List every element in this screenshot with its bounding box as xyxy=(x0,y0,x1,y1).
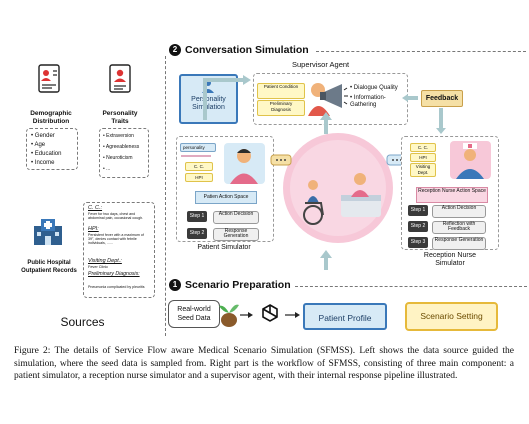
arrow-icon xyxy=(240,312,253,318)
feedback-label: Feedback xyxy=(421,90,463,107)
nurse-step-text: Response Generation xyxy=(432,237,486,250)
patient-step-text: Action Decision xyxy=(213,211,259,224)
hospital-scene xyxy=(283,133,393,243)
nurse-chip: C. C. xyxy=(410,143,436,152)
scene-up-arrow xyxy=(320,112,332,134)
nurse-chip: HPI xyxy=(410,153,436,162)
megaphone-icon xyxy=(306,80,348,116)
record-card: C. C.: Fever for two days, chest and abd… xyxy=(83,202,155,298)
preparation-title: Scenario Preparation xyxy=(185,279,291,291)
scenario-setting-box: Scenario Setting xyxy=(405,302,498,331)
demographic-icon xyxy=(36,64,62,94)
supervisor-bullet: • Dialogue Quality xyxy=(350,85,398,91)
arrow-icon xyxy=(285,312,300,318)
demographic-heading: Demographic Distribution xyxy=(30,110,72,125)
patient-panel: personality C. C. HPI Patien Action Spac… xyxy=(176,136,274,242)
nurse-simulator-label: Reception Nurse Simulator xyxy=(423,252,477,267)
record-hpi-text: Persistent fever with a maximum of 39°, … xyxy=(88,233,144,246)
patient-step-label: Step 1 xyxy=(187,211,207,222)
nurse-step-text: Reflection with Feedback xyxy=(432,221,486,234)
record-cc-text: Fever for two days, chest and abdominal … xyxy=(88,212,144,221)
chat-icon xyxy=(270,154,292,166)
feedback-arrows xyxy=(402,94,446,134)
conversation-title: Conversation Simulation xyxy=(185,44,309,56)
nurse-avatar-icon xyxy=(450,141,491,179)
patient-step-text: Response Generation xyxy=(213,228,259,241)
supervisor-chip: Patient Condition xyxy=(257,83,305,99)
nurse-action-space: Reception Nurse Action Space xyxy=(416,187,488,203)
up-arrows xyxy=(203,75,251,120)
personality-item: • ... xyxy=(103,166,111,172)
nurse-step-text: Action Decision xyxy=(432,205,486,218)
preparation-rule xyxy=(295,286,527,287)
patient-chip: HPI xyxy=(185,173,213,182)
demographic-item: • Age xyxy=(31,142,46,148)
patient-chip: C. C. xyxy=(185,162,213,171)
prep-up-arrow xyxy=(320,250,332,270)
patient-chip: personality xyxy=(180,143,216,152)
hospital-icon xyxy=(30,216,66,246)
patient-avatar-icon xyxy=(224,143,265,184)
demographic-list: • Gender • Age • Education • Income xyxy=(26,128,78,170)
nurse-step-label: Step 2 xyxy=(408,221,428,232)
patient-step-label: Step 2 xyxy=(187,228,207,239)
record-hpi-label: HPI: xyxy=(88,226,99,232)
personality-item: • Extraversion xyxy=(103,133,134,139)
personality-simulation: Personality Simulation xyxy=(179,74,238,124)
conversation-section: 2 Conversation Simulation Supervisor Age… xyxy=(166,40,528,280)
demographic-item: • Education xyxy=(31,151,62,157)
supervisor-bullet: • Information-Gathering xyxy=(350,95,386,108)
nurse-step-label: Step 1 xyxy=(408,205,428,216)
preparation-number: 1 xyxy=(169,279,181,291)
record-cc-label: C. C.: xyxy=(88,205,103,211)
nurse-chip: Visiting Dept. xyxy=(410,163,436,177)
seed-data-box: Real-world Seed Data xyxy=(168,300,220,328)
figure-caption: Figure 2: The details of Service Flow aw… xyxy=(14,346,514,381)
nurse-step-label: Step 3 xyxy=(408,237,428,248)
sources-panel: Demographic Distribution Personality Tra… xyxy=(0,0,165,335)
sources-title: Sources xyxy=(60,315,105,329)
patient-chip-line xyxy=(181,155,211,157)
demographic-item: • Income xyxy=(31,160,55,166)
supervisor-panel: Patient Condition Preliminary Diagnosis … xyxy=(253,73,408,125)
record-dx-text: Pneumonia complicated by pleuritis xyxy=(88,285,145,289)
patient-action-space: Patien Action Space xyxy=(195,191,257,204)
personality-heading: Personality Traits xyxy=(102,110,138,125)
supervisor-chip: Preliminary Diagnosis xyxy=(257,100,305,116)
nurse-panel: C. C. HPI Visiting Dept. Reception Nurse… xyxy=(401,136,499,250)
conversation-rule xyxy=(316,51,526,52)
personality-item: • Neuroticism xyxy=(103,155,133,161)
divider xyxy=(165,56,166,336)
patient-profile-box: Patient Profile xyxy=(303,303,387,330)
records-heading: Public Hospital Outpatient Records xyxy=(21,260,77,274)
personality-item: • Agreeableness xyxy=(103,144,140,150)
supervisor-title: Supervisor Agent xyxy=(292,60,350,69)
personality-list: • Extraversion • Agreeableness • Neuroti… xyxy=(99,128,149,178)
patient-simulator-label: Patient Simulator xyxy=(197,244,251,251)
openai-icon xyxy=(262,304,278,322)
personality-simulation-label: Personality Simulation xyxy=(191,96,226,111)
record-dept-text: Fever Clinic xyxy=(88,265,109,269)
demographic-item: • Gender xyxy=(31,133,55,139)
seed-icon xyxy=(219,304,239,327)
record-dept-label: Visiting Dept.: xyxy=(88,258,122,264)
personality-icon xyxy=(107,64,133,94)
record-dx-label: Preliminary Diagnosis: xyxy=(88,271,140,277)
conversation-number: 2 xyxy=(169,44,181,56)
